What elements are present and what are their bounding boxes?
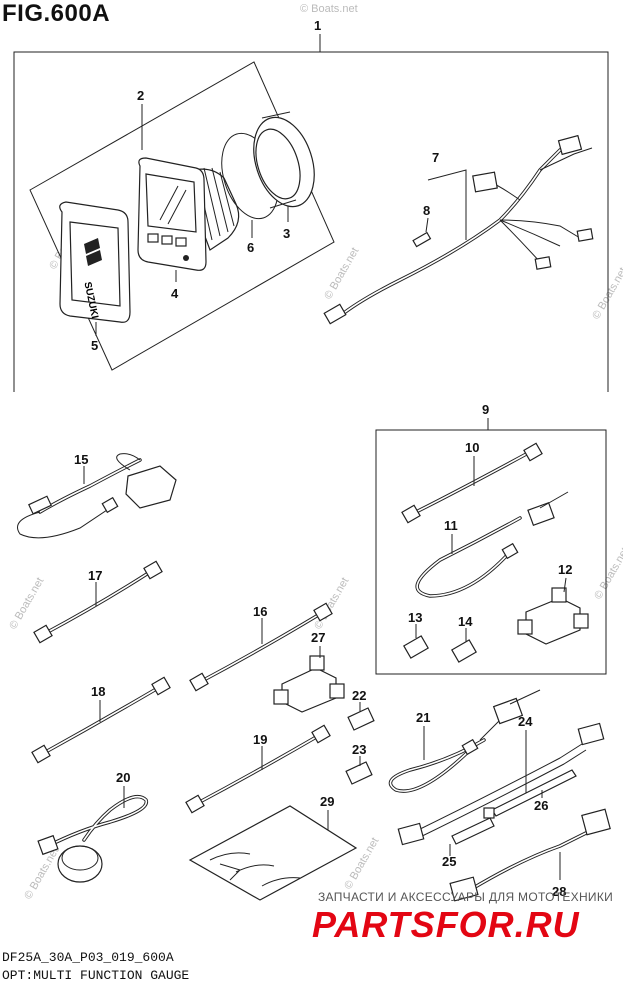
extension-harness-28 xyxy=(449,808,611,902)
terminator-23 xyxy=(345,761,373,785)
callout-25: 25 xyxy=(442,854,456,869)
callout-24: 24 xyxy=(518,714,533,729)
leader-7 xyxy=(427,169,467,240)
gauge-body-4 xyxy=(137,157,240,271)
sensor-harness-15 xyxy=(17,453,177,539)
callout-9: 9 xyxy=(482,402,489,417)
callout-7: 7 xyxy=(432,150,439,165)
callout-17: 17 xyxy=(88,568,102,583)
gauge-cover-5: SUZUKI xyxy=(59,201,131,323)
callout-23: 23 xyxy=(352,742,366,757)
leader-8 xyxy=(425,217,429,233)
terminator-14 xyxy=(451,639,477,663)
tee-connector-12 xyxy=(517,587,589,645)
callout-10: 10 xyxy=(465,440,479,455)
callout-16: 16 xyxy=(253,604,267,619)
power-cable-11 xyxy=(415,491,569,598)
callout-13: 13 xyxy=(408,610,422,625)
watermark-boats-4: © Boats.net xyxy=(590,266,623,322)
callout-3: 3 xyxy=(283,226,290,241)
callout-26: 26 xyxy=(534,798,548,813)
bolt-8 xyxy=(412,231,432,248)
callout-1: 1 xyxy=(314,18,321,33)
terminator-22 xyxy=(347,707,375,731)
callout-15: 15 xyxy=(74,452,88,467)
assembly-frame-1 xyxy=(13,51,609,392)
watermark-boats-1: © Boats.net xyxy=(300,3,358,15)
leader-12 xyxy=(563,577,567,593)
parts-bag-29 xyxy=(188,805,358,901)
watermark-boats-8: © Boats.net xyxy=(22,846,61,902)
cable-tie-26 xyxy=(483,769,577,819)
callout-20: 20 xyxy=(116,770,130,785)
figure-title: FIG.600A xyxy=(2,0,111,27)
drop-cable-17 xyxy=(33,560,163,644)
adapter-harness-24 xyxy=(397,722,605,846)
callout-14: 14 xyxy=(458,614,473,629)
watermark-boats-7: © Boats.net xyxy=(592,546,623,602)
wiring-harness-7 xyxy=(323,134,594,325)
callout-28: 28 xyxy=(552,884,566,899)
callout-11: 11 xyxy=(444,518,458,533)
callout-4: 4 xyxy=(171,286,179,301)
terminator-13 xyxy=(403,635,429,659)
callout-21: 21 xyxy=(416,710,430,725)
drop-cable-16 xyxy=(189,602,333,692)
drop-cable-19 xyxy=(185,724,331,814)
callout-19: 19 xyxy=(253,732,267,747)
callout-8: 8 xyxy=(423,203,430,218)
sensor-cable-20 xyxy=(37,794,149,883)
watermark-boats-6: © Boats.net xyxy=(312,576,351,632)
shop-watermark-subtitle: ЗАПЧАСТИ И АКСЕССУАРЫ ДЛЯ МОТОТЕХНИКИ xyxy=(318,890,614,904)
callout-12: 12 xyxy=(558,562,572,577)
figure-caption: OPT:MULTI FUNCTION GAUGE xyxy=(2,968,190,983)
callout-5: 5 xyxy=(91,338,98,353)
kit-frame-9 xyxy=(375,429,607,675)
lock-nut-3 xyxy=(253,111,315,209)
shop-watermark-logo: PARTSFOR.RU xyxy=(312,904,580,945)
callout-29: 29 xyxy=(320,794,334,809)
watermark-boats-5: © Boats.net xyxy=(7,576,46,632)
callout-27: 27 xyxy=(311,630,325,645)
backbone-cable-10 xyxy=(401,442,543,524)
watermark-boats-3: © Boats.net xyxy=(322,246,361,302)
power-cable-21 xyxy=(388,689,541,793)
fuse-holder-25 xyxy=(451,817,495,845)
tee-connector-27 xyxy=(273,655,345,713)
callout-6: 6 xyxy=(247,240,254,255)
figure-code: DF25A_30A_P03_019_600A xyxy=(2,950,174,965)
callout-18: 18 xyxy=(91,684,105,699)
callout-22: 22 xyxy=(352,688,366,703)
callout-2: 2 xyxy=(137,88,144,103)
